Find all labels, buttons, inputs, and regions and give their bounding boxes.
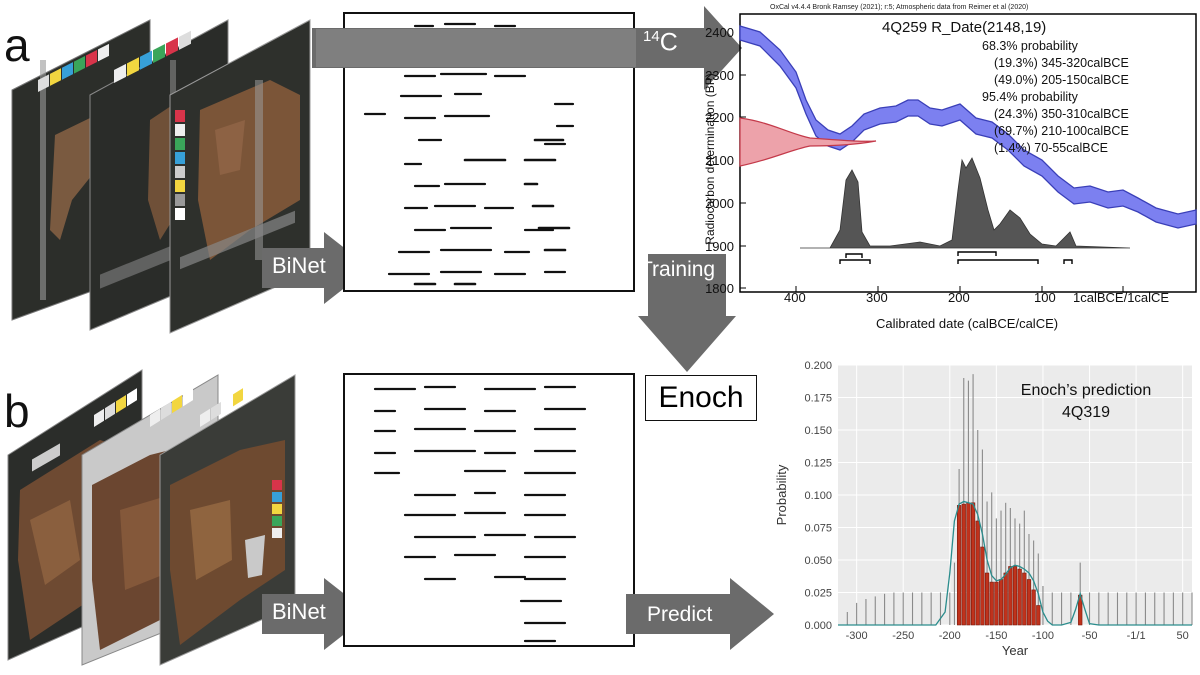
probability-bar bbox=[961, 503, 966, 626]
y-tick-label: 0.000 bbox=[804, 620, 832, 632]
probability-bar bbox=[1012, 566, 1018, 626]
calibration-curve-band bbox=[739, 25, 1197, 229]
binet-label-b: BiNet bbox=[272, 599, 326, 624]
chart-density-curve bbox=[838, 500, 1192, 626]
range-68-header: 68.3% probability bbox=[982, 39, 1078, 53]
y-tick-label: 0.075 bbox=[804, 523, 832, 535]
probability-bar bbox=[980, 546, 985, 626]
y-tick-label: 0.050 bbox=[804, 555, 832, 567]
x-tick-label: -100 bbox=[1032, 630, 1054, 642]
probability-bar bbox=[970, 502, 976, 626]
y-tick-label: 0.150 bbox=[804, 425, 832, 437]
enoch-model-box: Enoch bbox=[645, 375, 757, 421]
calibrated-posterior-distribution bbox=[800, 157, 1131, 249]
oxcal-xtick-1bce-1ce: 1calBCE/1calCE bbox=[1073, 290, 1170, 305]
chart-x-tick-labels: -300 -250 -200 -150 -100 -50 -1/1 50 bbox=[846, 630, 1189, 642]
c14-arrow bbox=[312, 6, 742, 90]
y-tick-label: 0.100 bbox=[804, 490, 832, 502]
probability-bar bbox=[1036, 605, 1041, 626]
panel-letter-b: b bbox=[4, 385, 30, 437]
oxcal-xtick-300: 300 bbox=[866, 290, 888, 305]
chart-y-tick-labels: 0.000 0.025 0.050 0.075 0.100 0.125 0.150 0.175… bbox=[804, 360, 832, 632]
fragment-stack-b bbox=[7, 369, 296, 666]
x-tick-label: 50 bbox=[1177, 630, 1189, 642]
enoch-label: Enoch bbox=[658, 381, 744, 414]
oxcal-ytick-1800: 1800 bbox=[705, 281, 734, 296]
fragment-image-b3 bbox=[159, 374, 296, 666]
panel-letter-a: a bbox=[4, 19, 30, 71]
x-tick-label: -1/1 bbox=[1127, 630, 1146, 642]
radiocarbon-date-distribution bbox=[739, 117, 877, 167]
chart-title: Enoch’s prediction bbox=[1020, 382, 1152, 399]
range-68-2: (49.0%) 205-150calBCE bbox=[994, 73, 1129, 87]
x-tick-label: -200 bbox=[939, 630, 961, 642]
binet-label-a: BiNet bbox=[272, 253, 326, 278]
range-95-2: (69.7%) 210-100calBCE bbox=[994, 124, 1129, 138]
oxcal-sample-name: 4Q259 R_Date(2148,19) bbox=[882, 19, 1047, 36]
oxcal-header: OxCal v4.4.4 Bronk Ramsey (2021); r:5; A… bbox=[770, 4, 1029, 11]
probability-bar bbox=[1022, 572, 1027, 626]
oxcal-probability-ranges: 68.3% probability (19.3%) 345-320calBCE … bbox=[982, 38, 1129, 157]
range-95-1: (24.3%) 350-310calBCE bbox=[994, 107, 1129, 121]
chart-subtitle: 4Q319 bbox=[1061, 403, 1111, 421]
y-tick-label: 0.200 bbox=[804, 360, 832, 372]
range-95-header: 95.4% probability bbox=[982, 90, 1078, 104]
probability-range-brackets bbox=[839, 251, 1073, 264]
range-68-1: (19.3%) 345-320calBCE bbox=[994, 56, 1129, 70]
x-tick-label: -50 bbox=[1082, 630, 1098, 642]
oxcal-xtick-200: 200 bbox=[948, 290, 970, 305]
c14-isotope-number: 14 bbox=[643, 28, 660, 45]
x-tick-label: -250 bbox=[892, 630, 914, 642]
predict-arrow bbox=[626, 578, 774, 650]
probability-bar bbox=[975, 520, 980, 626]
binarized-image-b bbox=[343, 373, 635, 647]
oxcal-xtick-400: 400 bbox=[784, 290, 806, 305]
y-tick-label: 0.125 bbox=[804, 458, 832, 470]
oxcal-xtick-100: 100 bbox=[1034, 290, 1056, 305]
range-95-3: (1.4%) 70-55calBCE bbox=[994, 141, 1108, 155]
c14-label: 14C bbox=[643, 28, 678, 57]
c14-element: C bbox=[659, 28, 678, 57]
probability-bar bbox=[966, 502, 971, 626]
probability-bar bbox=[1031, 589, 1036, 626]
probability-bar bbox=[1008, 566, 1013, 626]
probability-bar bbox=[984, 572, 990, 626]
chart-title-block: Enoch’s prediction 4Q319 bbox=[1006, 380, 1166, 423]
oxcal-ytick-2400: 2400 bbox=[705, 25, 734, 40]
probability-bar bbox=[989, 581, 994, 626]
oxcal-ytick-2100: 2100 bbox=[705, 153, 734, 168]
training-arrow bbox=[638, 254, 736, 372]
x-tick-label: -150 bbox=[985, 630, 1007, 642]
chart-bars bbox=[956, 502, 1083, 626]
probability-bar bbox=[1017, 568, 1022, 626]
probability-bar bbox=[1003, 572, 1008, 626]
predict-label: Predict bbox=[647, 603, 713, 626]
oxcal-xticks bbox=[795, 286, 1124, 292]
probability-bar bbox=[1026, 579, 1032, 626]
x-tick-label: -300 bbox=[846, 630, 868, 642]
y-tick-label: 0.175 bbox=[804, 393, 832, 405]
oxcal-plot bbox=[739, 13, 1197, 293]
training-label: Training bbox=[640, 258, 716, 281]
oxcal-ytick-2200: 2200 bbox=[705, 110, 734, 125]
probability-bar bbox=[998, 579, 1004, 626]
probability-bar bbox=[994, 581, 999, 626]
chart-x-axis-label: Year bbox=[1002, 643, 1029, 658]
enoch-prediction-chart: 0.000 0.025 0.050 0.075 0.100 0.125 0.150 0.175… bbox=[774, 360, 1193, 658]
oxcal-ytick-2000: 2000 bbox=[705, 196, 734, 211]
chart-y-axis-label: Probability bbox=[774, 464, 789, 525]
probability-bar bbox=[956, 505, 962, 626]
oxcal-ytick-2300: 2300 bbox=[705, 68, 734, 83]
y-tick-label: 0.025 bbox=[804, 588, 832, 600]
oxcal-ylabel: Radiocarbon determination (BP) bbox=[703, 73, 717, 245]
oxcal-xlabel: Calibrated date (calBCE/calCE) bbox=[876, 316, 1059, 331]
binarized-script-b bbox=[373, 385, 587, 643]
oxcal-ytick-1900: 1900 bbox=[705, 239, 734, 254]
